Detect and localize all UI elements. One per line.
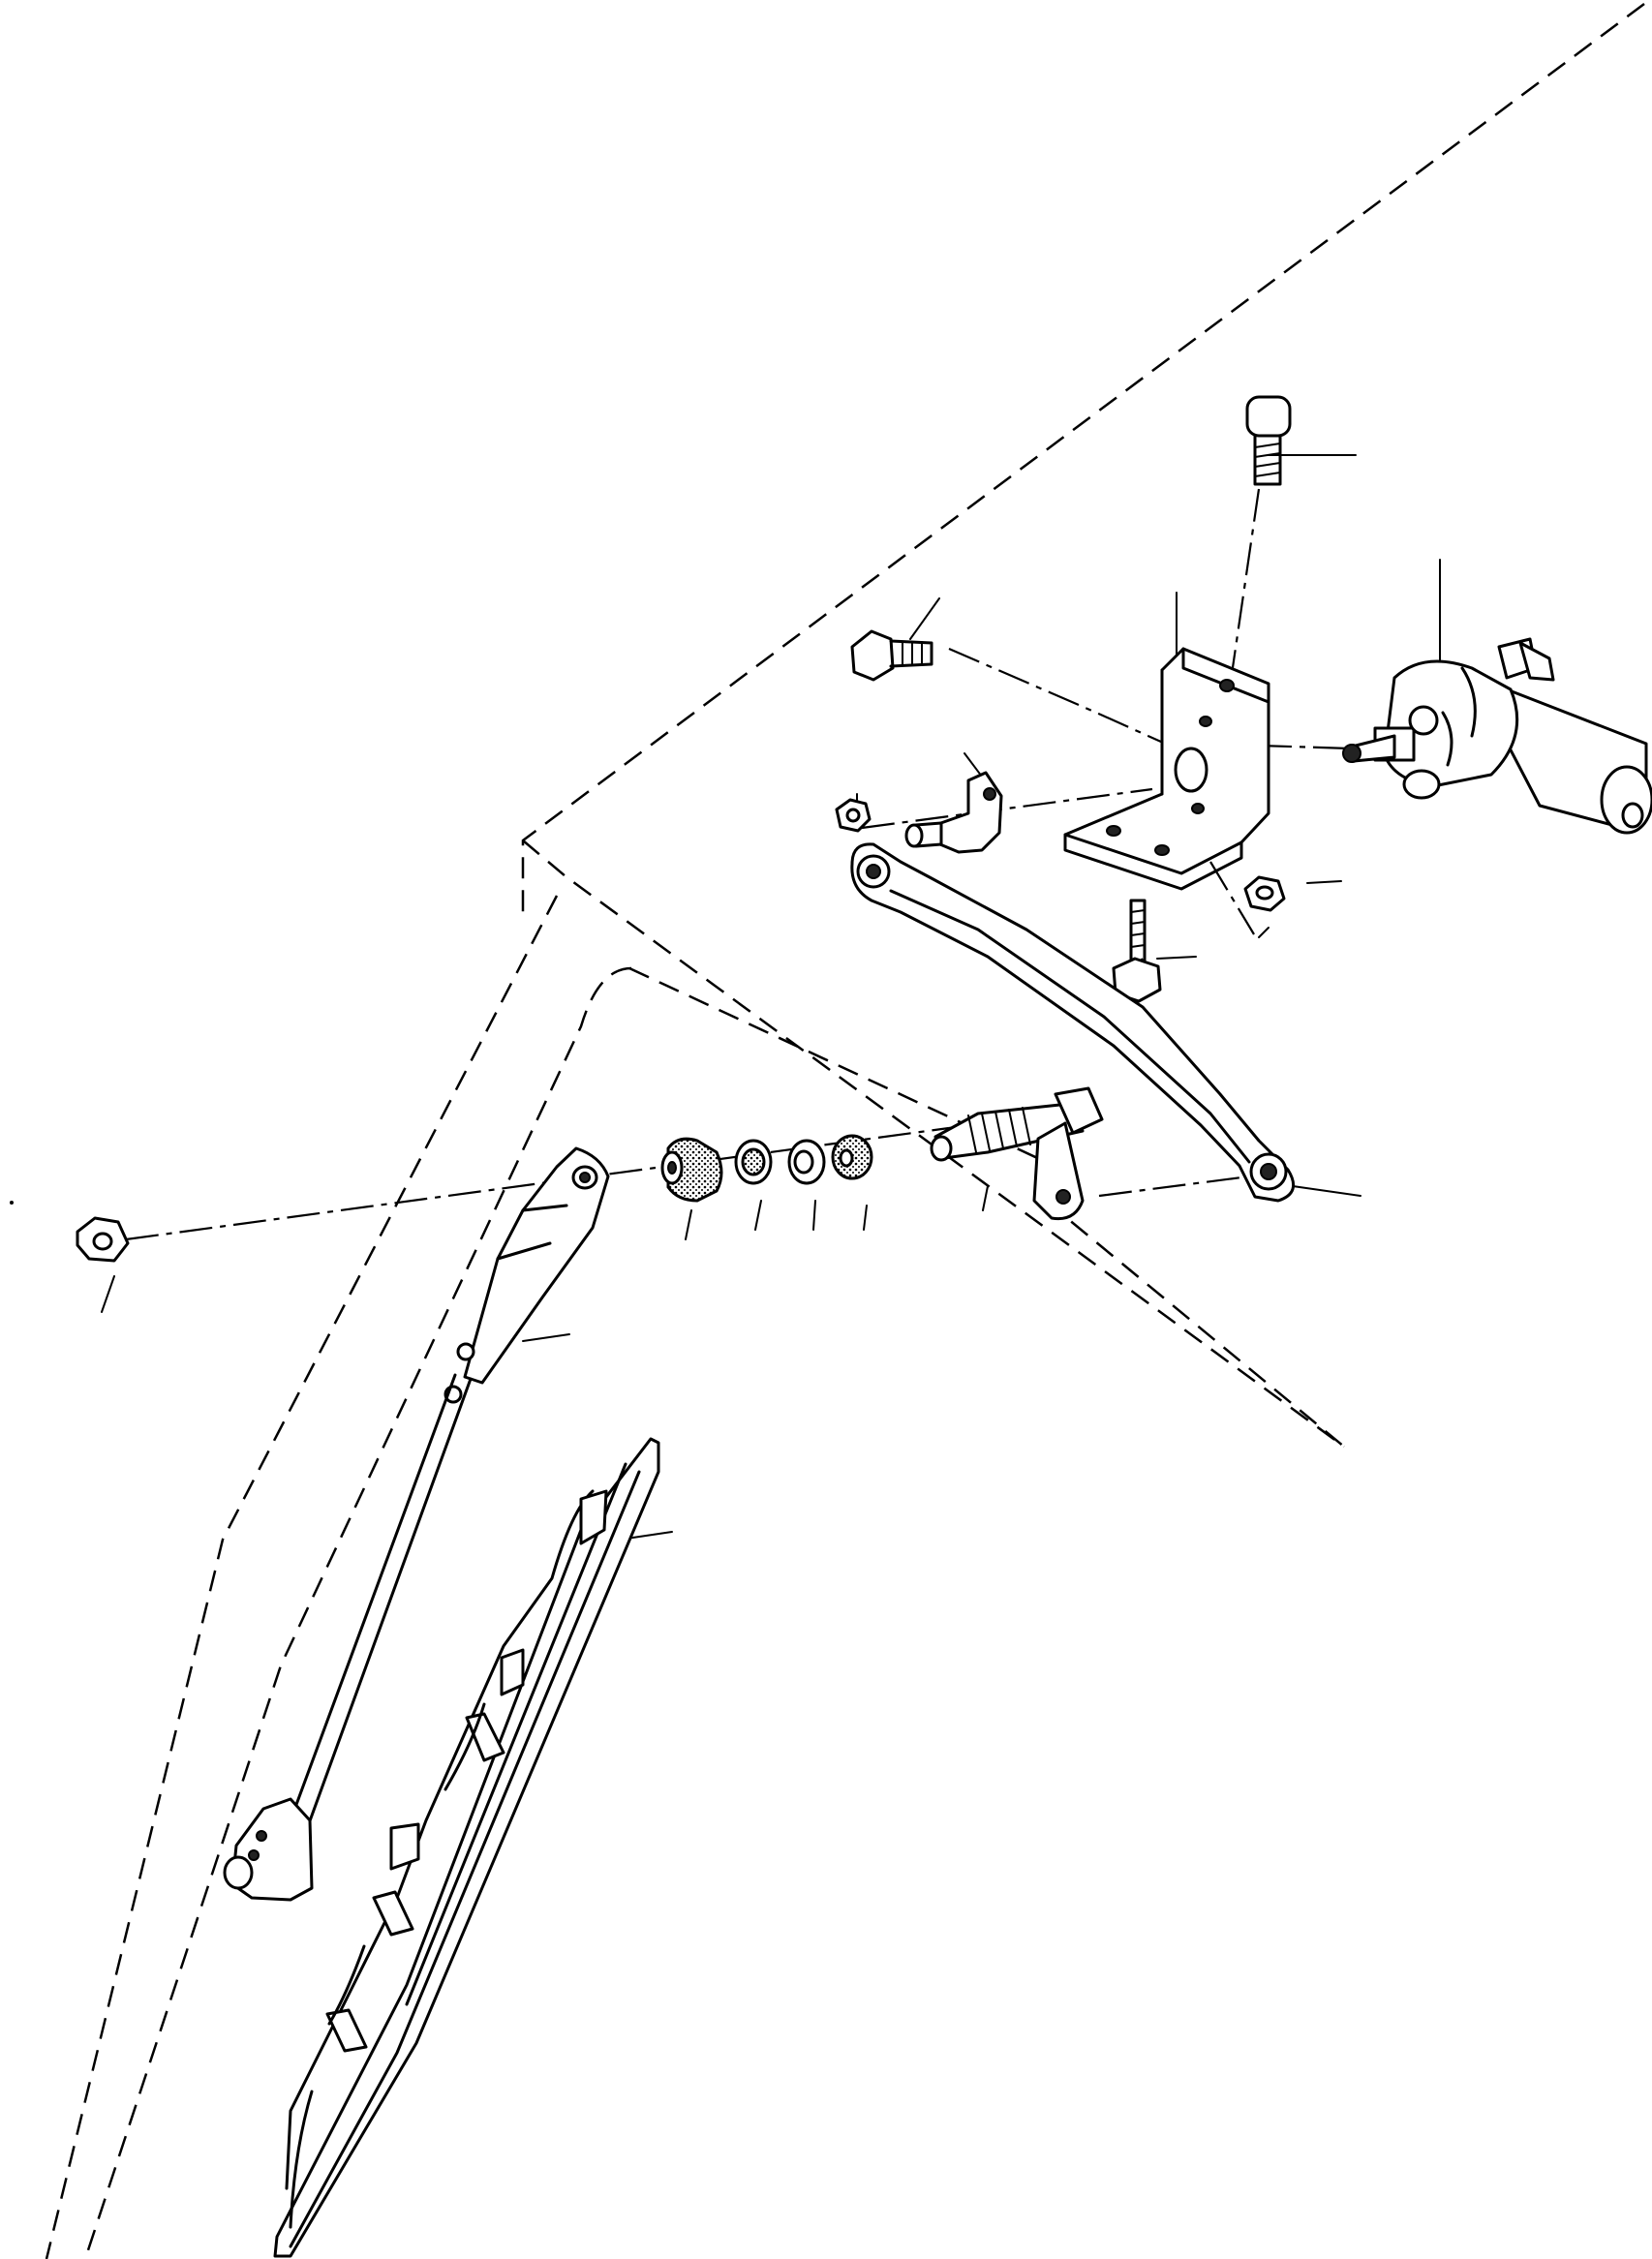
cap-nut bbox=[76, 1216, 130, 1263]
cab-outline bbox=[45, 2, 1645, 2259]
drive-spindle bbox=[930, 1086, 1104, 1221]
bracket-clip bbox=[904, 771, 1003, 854]
wiper-arm bbox=[223, 1146, 610, 1902]
bracket-right-nut bbox=[1243, 875, 1286, 912]
lock-nut bbox=[734, 1139, 773, 1185]
bracket-left-nut bbox=[835, 798, 872, 833]
top-bolt bbox=[1245, 395, 1292, 486]
left-bolt bbox=[850, 629, 933, 682]
flat-washer bbox=[787, 1139, 826, 1185]
rubber-bushing bbox=[660, 1137, 723, 1203]
spacer-bushing bbox=[831, 1134, 873, 1180]
wiper-motor bbox=[1342, 637, 1652, 835]
lower-bolt bbox=[1112, 899, 1162, 1003]
linkage-rod bbox=[850, 842, 1296, 1203]
stray-dot bbox=[10, 1201, 14, 1205]
motor-bracket bbox=[1063, 647, 1270, 891]
wiper-blade bbox=[273, 1437, 660, 2258]
